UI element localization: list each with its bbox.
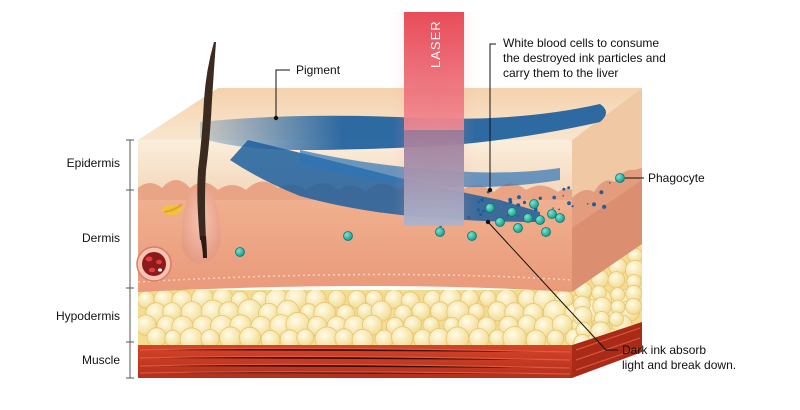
fat-cell [607, 271, 626, 289]
ink-particle [538, 196, 542, 200]
fat-cell [391, 326, 414, 345]
phagocyte-cell [435, 227, 445, 237]
fat-cell [608, 311, 624, 327]
wbc-line-1: White blood cells to consume [503, 36, 659, 50]
blood-vessel [136, 246, 172, 282]
hypodermis-fat-layer [137, 241, 643, 345]
laser-beam: LASER [392, 12, 476, 226]
fat-cell [146, 327, 167, 345]
fat-cell [327, 289, 346, 308]
ink-particle [552, 195, 556, 200]
phagocyte-cell [523, 213, 533, 223]
laser-label: LASER [428, 20, 443, 68]
fat-cell [625, 297, 642, 315]
ink-particle [602, 204, 607, 209]
phagocyte-cell [555, 213, 565, 223]
dermis-label: Dermis [82, 231, 120, 245]
hypodermis-label: Hypodermis [56, 309, 120, 323]
ink-particle [562, 194, 564, 197]
dark-ink-callout: Dark ink absorb light and break down. [485, 219, 736, 372]
phagocyte-cell [547, 209, 557, 219]
ink-particle [522, 200, 527, 205]
ink-particle [599, 190, 604, 195]
ink-particle [508, 200, 513, 204]
ink-particle [517, 214, 520, 217]
phagocyte-legend-cell [615, 173, 625, 183]
phagocyte-cell [529, 199, 539, 209]
ink-particle [479, 212, 483, 217]
phagocyte-label: Phagocyte [648, 171, 705, 185]
phagocyte-cell [235, 247, 245, 257]
fat-cell [200, 329, 220, 345]
ink-particle [609, 182, 611, 184]
ink-particle [516, 203, 521, 208]
layer-brackets [126, 139, 134, 379]
ink-particle [567, 186, 571, 190]
phagocyte-cell [507, 207, 517, 217]
pigment-callout: Pigment [273, 63, 341, 121]
ink-particle [552, 207, 554, 209]
fat-cell [334, 328, 354, 345]
muscle-label: Muscle [82, 353, 120, 367]
ink-particle [517, 195, 521, 200]
fat-cell [239, 326, 261, 345]
phagocyte-cell [495, 217, 505, 227]
wbc-line-3: carry them to the liver [503, 66, 618, 80]
dark-ink-line-1: Dark ink absorb [622, 343, 706, 357]
white-blood-cells-callout: White blood cells to consume the destroy… [487, 36, 666, 193]
hair-follicle [162, 42, 221, 264]
ink-particle [476, 208, 481, 212]
phagocyte-cells [235, 199, 565, 257]
phagocyte-cell [467, 231, 477, 241]
phagocyte-cell [535, 215, 545, 225]
ink-particle [567, 201, 571, 206]
ink-particle [592, 202, 596, 207]
ink-particle [558, 208, 560, 211]
fat-cell [546, 329, 565, 345]
dark-ink-line-2: light and break down. [622, 358, 736, 372]
ink-particle [480, 197, 485, 202]
ink-particle [482, 209, 485, 213]
phagocyte-cell [343, 231, 353, 241]
phagocyte-cell [485, 203, 495, 213]
ink-particle [586, 203, 589, 205]
ink-particle [562, 187, 566, 191]
ink-particle [571, 205, 574, 208]
fat-cell [610, 287, 626, 303]
fat-cell [525, 329, 547, 345]
ink-particle [477, 200, 481, 204]
ink-particle [506, 214, 509, 217]
epidermis-label: Epidermis [67, 156, 120, 170]
phagocyte-callout: Phagocyte [625, 171, 705, 185]
pigment-label: Pigment [296, 63, 341, 77]
phagocyte-cell [513, 223, 523, 233]
phagocyte-cell [541, 227, 551, 237]
fat-cell [296, 328, 315, 345]
fat-cell [411, 301, 431, 321]
wbc-line-2: the destroyed ink particles and [503, 51, 666, 65]
fat-cell [164, 329, 182, 345]
fat-cell [351, 328, 374, 345]
